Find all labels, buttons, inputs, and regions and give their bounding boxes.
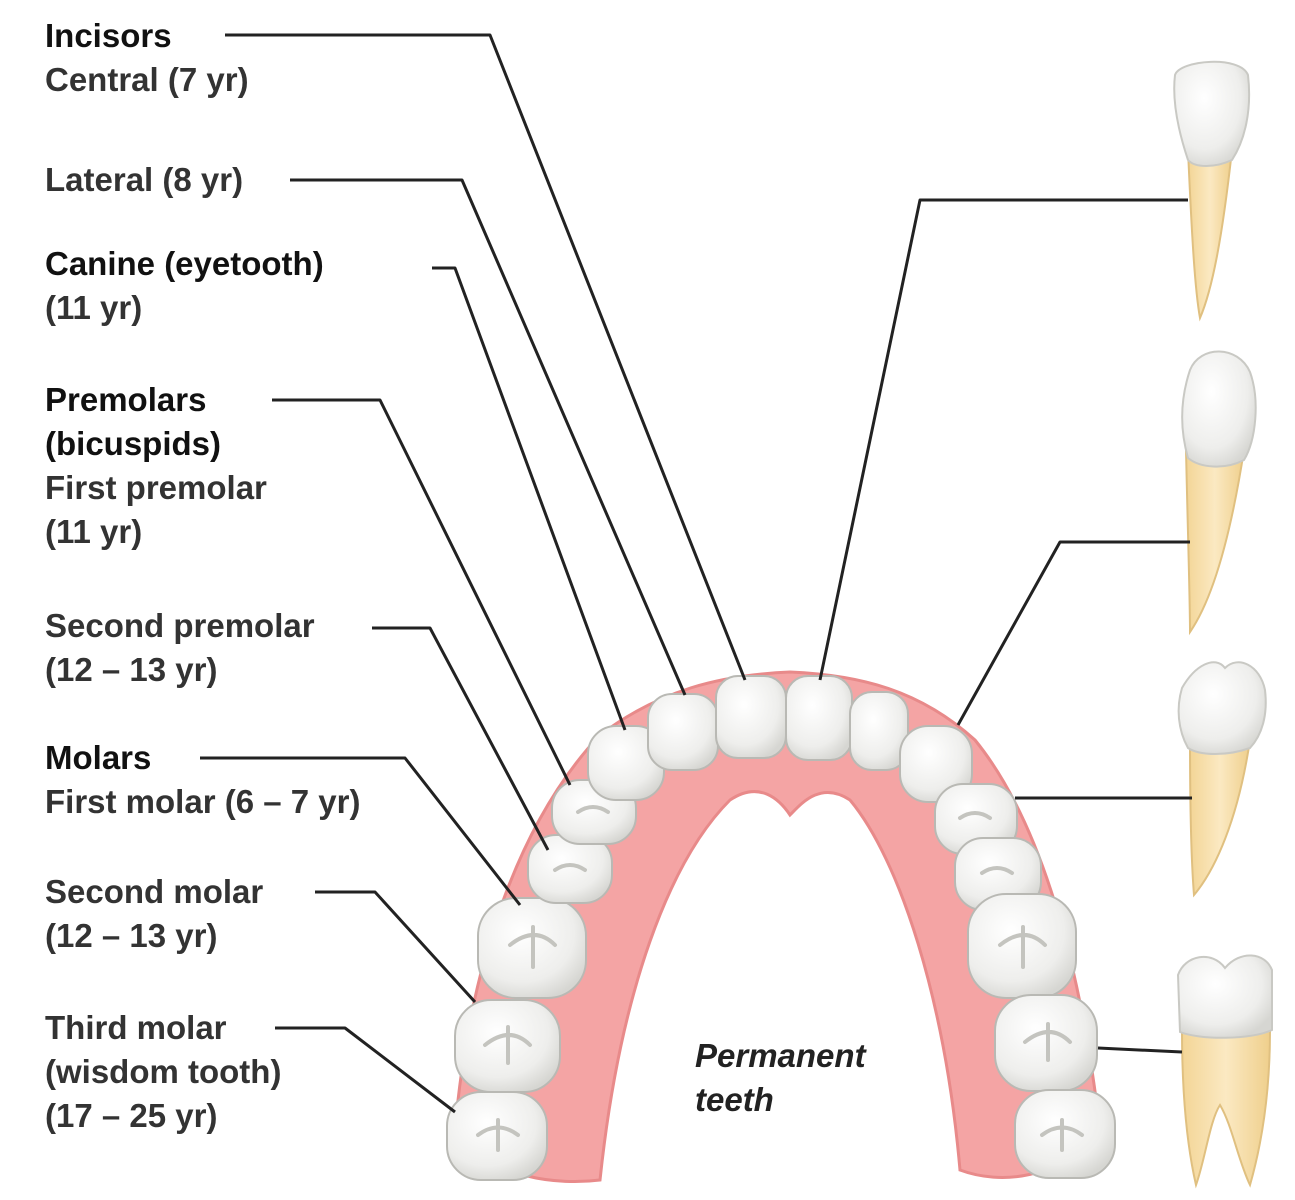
label-third-molar: Third molar (wisdom tooth) (17 – 25 yr) [45, 1006, 281, 1138]
canine-heading: Canine (eyetooth) [45, 245, 324, 282]
leader-molars [200, 756, 522, 906]
leader-molar-side [1097, 1046, 1183, 1054]
incisors-lateral: Lateral (8 yr) [45, 161, 244, 198]
second-molar-2: (12 – 13 yr) [45, 917, 218, 954]
caption-line-2: teeth [695, 1081, 774, 1118]
leader-canine-side [956, 540, 1190, 726]
molars-heading: Molars [45, 739, 152, 776]
canine-age: (11 yr) [45, 289, 143, 326]
leader-lateral [290, 178, 687, 696]
leader-premolars [272, 398, 572, 786]
label-incisors: Incisors Central (7 yr) [45, 14, 249, 102]
second-premolar-1: Second premolar [45, 607, 315, 644]
leader-lines [200, 33, 1192, 1114]
leader-second-premolar [372, 626, 550, 851]
second-molar-1: Second molar [45, 873, 264, 910]
label-premolars: Premolars (bicuspids) First premolar (11… [45, 378, 267, 554]
third-molar-1: Third molar [45, 1009, 227, 1046]
third-molar-3: (17 – 25 yr) [45, 1097, 218, 1134]
left-lateral-incisor [647, 693, 719, 771]
label-second-molar: Second molar (12 – 13 yr) [45, 870, 263, 958]
molar-grooves [476, 805, 1084, 1152]
label-molars: Molars First molar (6 – 7 yr) [45, 736, 360, 824]
leader-incisors [225, 33, 747, 681]
molar-side-view [1176, 954, 1273, 1189]
label-canine: Canine (eyetooth) (11 yr) [45, 242, 324, 330]
right-third-molar [1014, 1089, 1116, 1179]
incisor-side-view [1173, 60, 1251, 322]
first-molar: First molar (6 – 7 yr) [45, 783, 361, 820]
incisors-heading: Incisors [45, 17, 172, 54]
caption: Permanent teeth [695, 1034, 866, 1122]
premolars-heading-2: (bicuspids) [45, 425, 222, 462]
right-central-incisor [785, 675, 853, 761]
leader-canine [432, 266, 627, 731]
first-premolar-1: First premolar [45, 469, 267, 506]
leader-incisor-side [818, 198, 1188, 681]
first-premolar-2: (11 yr) [45, 513, 143, 550]
leader-third-molar [275, 1026, 456, 1114]
second-premolar-2: (12 – 13 yr) [45, 651, 218, 688]
label-second-premolar: Second premolar (12 – 13 yr) [45, 604, 315, 692]
third-molar-2: (wisdom tooth) [45, 1053, 282, 1090]
incisors-central: Central (7 yr) [45, 61, 249, 98]
left-second-premolar [527, 834, 613, 904]
label-lateral: Lateral (8 yr) [45, 158, 243, 202]
leader-second-molar [315, 890, 477, 1004]
right-lateral-incisor [849, 691, 909, 771]
caption-line-1: Permanent [695, 1037, 866, 1074]
side-view-teeth [1173, 60, 1273, 1189]
canine-side-view [1181, 350, 1257, 636]
premolars-heading-1: Premolars [45, 381, 207, 418]
left-central-incisor [715, 675, 787, 759]
premolar-side-view [1177, 661, 1267, 898]
